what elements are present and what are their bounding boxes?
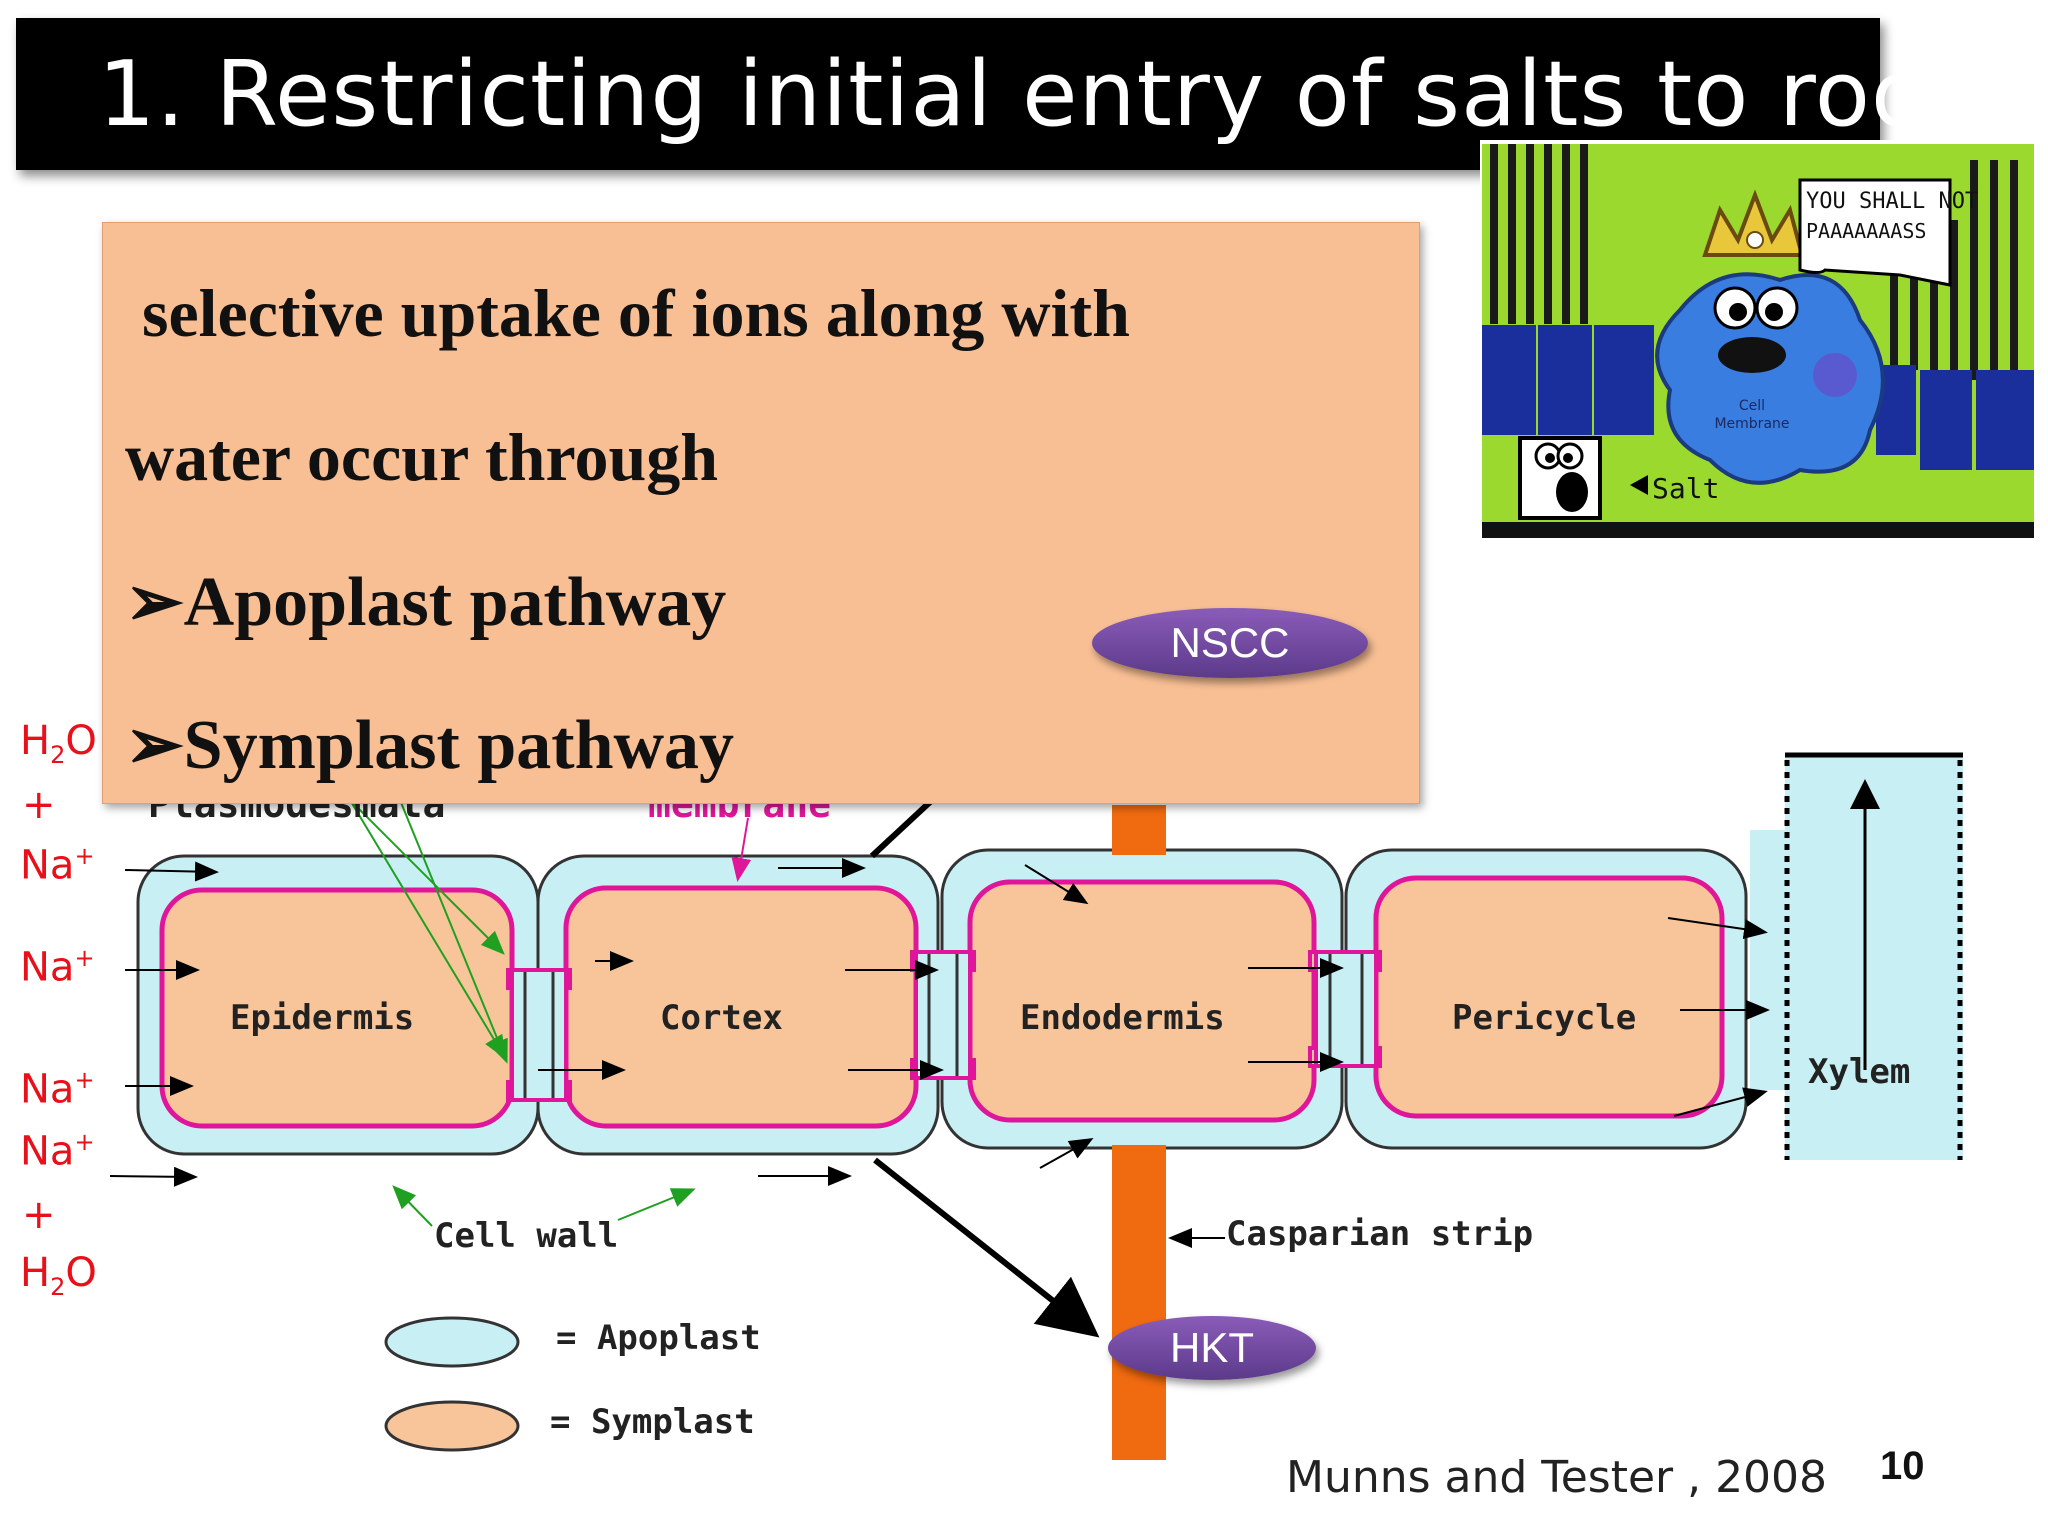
na-charge: + xyxy=(74,944,95,972)
label-cortex: Cortex xyxy=(660,998,783,1038)
label-pericycle: Pericycle xyxy=(1452,998,1637,1038)
hkt-pill: HKT xyxy=(1108,1316,1316,1380)
na-text: Na xyxy=(20,1128,75,1175)
text-line-2: water occur through xyxy=(125,419,719,495)
bullet-arrow-icon: ➢ xyxy=(125,564,184,641)
water-h: H xyxy=(20,1250,51,1296)
bullet-symplast-text: Symplast pathway xyxy=(183,707,735,784)
label-casparian-strip: Casparian strip xyxy=(1226,1214,1534,1254)
salt-label: Salt xyxy=(1652,472,1719,505)
cage-bars-left xyxy=(1482,144,1590,324)
cell-membrane-character xyxy=(1655,272,1885,485)
na-charge: + xyxy=(74,1066,95,1094)
label-endodermis: Endodermis xyxy=(1020,998,1225,1038)
nscc-pill: NSCC xyxy=(1092,608,1368,678)
flow-arrows xyxy=(109,858,1770,1187)
cell-label-line1: Cell xyxy=(1739,398,1765,414)
page-number: 10 xyxy=(1880,1444,1925,1488)
water-o: O xyxy=(65,718,97,764)
label-na-4: Na+ xyxy=(20,1128,95,1174)
arrow-to-hkt xyxy=(873,1157,1100,1338)
text-line-1: selective uptake of ions along with xyxy=(142,275,1130,351)
bullet-apoplast-text: Apoplast pathway xyxy=(183,564,727,641)
label-plus-top: + xyxy=(22,782,56,828)
label-epidermis: Epidermis xyxy=(230,998,415,1038)
water-o: O xyxy=(65,1250,97,1296)
speech-line2: PAAAAAAASS xyxy=(1806,219,1926,243)
na-text: Na xyxy=(20,842,75,889)
label-cell-wall: Cell wall xyxy=(434,1216,619,1256)
text-box xyxy=(102,222,1420,804)
label-water-top: H2O xyxy=(20,718,97,769)
water-sub: 2 xyxy=(50,741,66,769)
bullet-apoplast: ➢Apoplast pathway xyxy=(125,560,726,643)
label-water-bottom: H2O xyxy=(20,1250,97,1301)
cell-label-line2: Membrane xyxy=(1714,416,1789,432)
na-text: Na xyxy=(20,944,75,991)
bullet-symplast: ➢Symplast pathway xyxy=(125,703,734,786)
label-na-2: Na+ xyxy=(20,944,95,990)
speech-bubble xyxy=(1798,178,1952,287)
speech-line1: YOU SHALL NOT xyxy=(1806,189,1978,214)
citation: Munns and Tester , 2008 xyxy=(1286,1452,1828,1503)
legend-apoplast-label: = Apoplast xyxy=(556,1318,761,1358)
cage-bars-right xyxy=(1890,160,2018,380)
na-charge: + xyxy=(74,1128,95,1156)
water-h: H xyxy=(20,718,51,764)
na-text: Na xyxy=(20,1066,75,1113)
label-na-3: Na+ xyxy=(20,1066,95,1112)
xylem-vessel xyxy=(1785,755,1963,1160)
legend-apoplast-swatch xyxy=(384,1316,520,1368)
symplast-pericycle xyxy=(1373,875,1725,1119)
bullet-arrow-icon: ➢ xyxy=(125,707,184,784)
label-plus-bottom: + xyxy=(22,1192,56,1238)
slide-title: 1. Restricting initial entry of salts to… xyxy=(98,42,2012,147)
label-na-1: Na+ xyxy=(20,842,95,888)
root-pathway-diagram xyxy=(109,661,1963,1460)
cartoon-image: Cell Membrane YOU SHALL NOT PAAAAAAASS S… xyxy=(1480,140,2040,570)
label-xylem: Xylem xyxy=(1808,1052,1911,1092)
water-sub: 2 xyxy=(50,1273,66,1301)
legend-symplast-swatch xyxy=(384,1400,520,1452)
legend-symplast-label: = Symplast xyxy=(550,1402,755,1442)
arrow-left-icon xyxy=(1630,475,1648,495)
na-charge: + xyxy=(74,842,95,870)
green-pointer-arrows xyxy=(349,799,696,1227)
